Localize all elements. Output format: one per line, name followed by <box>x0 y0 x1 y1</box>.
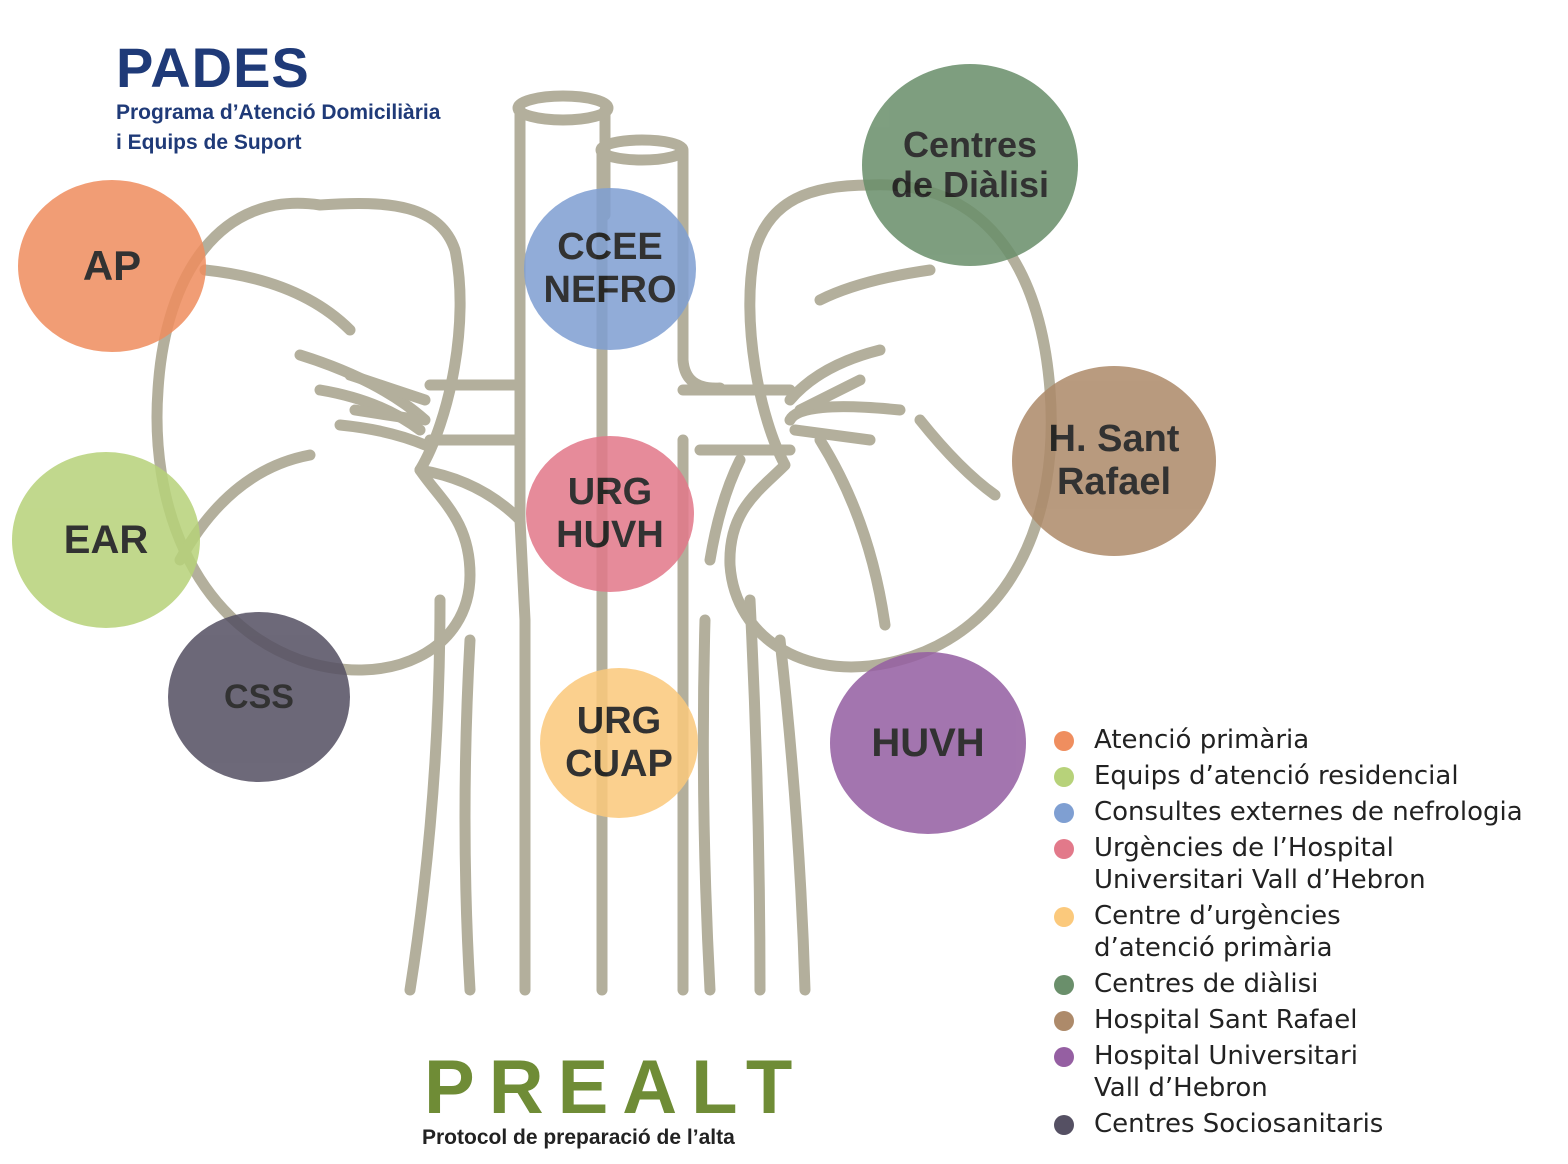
node-ccee-label: CCEE NEFRO <box>543 226 677 311</box>
left-ureter <box>404 594 446 996</box>
legend-label: Centres Sociosanitaris <box>1094 1109 1384 1139</box>
node-urg-cuap-label: URG CUAP <box>565 700 673 785</box>
node-ccee-nefro: CCEE NEFRO <box>524 188 696 350</box>
legend-label: Hospital Universitari Vall d’Hebron <box>1094 1041 1358 1103</box>
legend-swatch <box>1054 907 1074 927</box>
node-ear: EAR <box>12 452 200 628</box>
legend-swatch <box>1054 731 1074 751</box>
legend-item: Urgències de l’Hospital Universitari Val… <box>1054 832 1559 896</box>
header-title: PADES <box>116 36 310 99</box>
legend-item: Hospital Sant Rafael <box>1054 1004 1559 1036</box>
legend-swatch <box>1054 767 1074 787</box>
node-urg-cuap: URG CUAP <box>540 668 698 818</box>
node-urg-huvh-label: URG HUVH <box>556 471 664 556</box>
node-urg-huvh: URG HUVH <box>526 436 694 592</box>
legend-label: Equips d’atenció residencial <box>1094 761 1459 791</box>
legend-item: Centres de diàlisi <box>1054 968 1559 1000</box>
legend-label: Hospital Sant Rafael <box>1094 1005 1358 1035</box>
legend-label: Atenció primària <box>1094 725 1310 755</box>
legend-swatch <box>1054 839 1074 859</box>
node-huvh: HUVH <box>830 652 1026 834</box>
legend-label: Consultes externes de nefrologia <box>1094 797 1523 827</box>
legend-swatch <box>1054 1047 1074 1067</box>
vena-cava-top <box>512 90 614 126</box>
legend-item: Centre d’urgències d’atenció primària <box>1054 900 1559 964</box>
legend-label: Centre d’urgències d’atenció primària <box>1094 901 1341 963</box>
legend-item: Equips d’atenció residencial <box>1054 760 1559 792</box>
legend-label: Centres de diàlisi <box>1094 969 1319 999</box>
legend-item: Atenció primària <box>1054 724 1559 756</box>
node-centres-dialisi: Centres de Diàlisi <box>862 64 1078 266</box>
header-subtitle-line2: i Equips de Suport <box>116 131 302 154</box>
footer-subtitle: Protocol de preparació de l’alta <box>422 1126 735 1149</box>
legend-item: Hospital Universitari Vall d’Hebron <box>1054 1040 1559 1104</box>
aorta-top <box>595 134 689 166</box>
legend-item: Consultes externes de nefrologia <box>1054 796 1559 828</box>
node-ear-label: EAR <box>63 517 149 562</box>
header-subtitle-line1: Programa d’Atenció Domiciliària <box>116 101 441 124</box>
node-sant-rafael-label: H. Sant Rafael <box>1048 418 1180 503</box>
node-css-label: CSS <box>224 677 294 716</box>
node-dialisi-label: Centres de Diàlisi <box>890 123 1050 205</box>
footer-title: PREALT <box>424 1045 807 1130</box>
left-kidney-outline <box>151 197 476 676</box>
node-ap-label: AP <box>82 242 142 290</box>
node-h-sant-rafael: H. Sant Rafael <box>1012 366 1216 556</box>
legend-swatch <box>1054 975 1074 995</box>
legend-swatch <box>1054 1011 1074 1031</box>
legend-item: Centres Sociosanitaris <box>1054 1108 1559 1140</box>
legend-swatch <box>1054 1115 1074 1135</box>
node-ap: AP <box>18 180 206 352</box>
legend-label: Urgències de l’Hospital Universitari Val… <box>1094 833 1426 895</box>
right-ureter <box>744 594 766 996</box>
right-kidney-outline <box>724 179 1057 673</box>
node-huvh-label: HUVH <box>871 720 985 765</box>
legend-swatch <box>1054 803 1074 823</box>
node-css: CSS <box>168 612 350 782</box>
